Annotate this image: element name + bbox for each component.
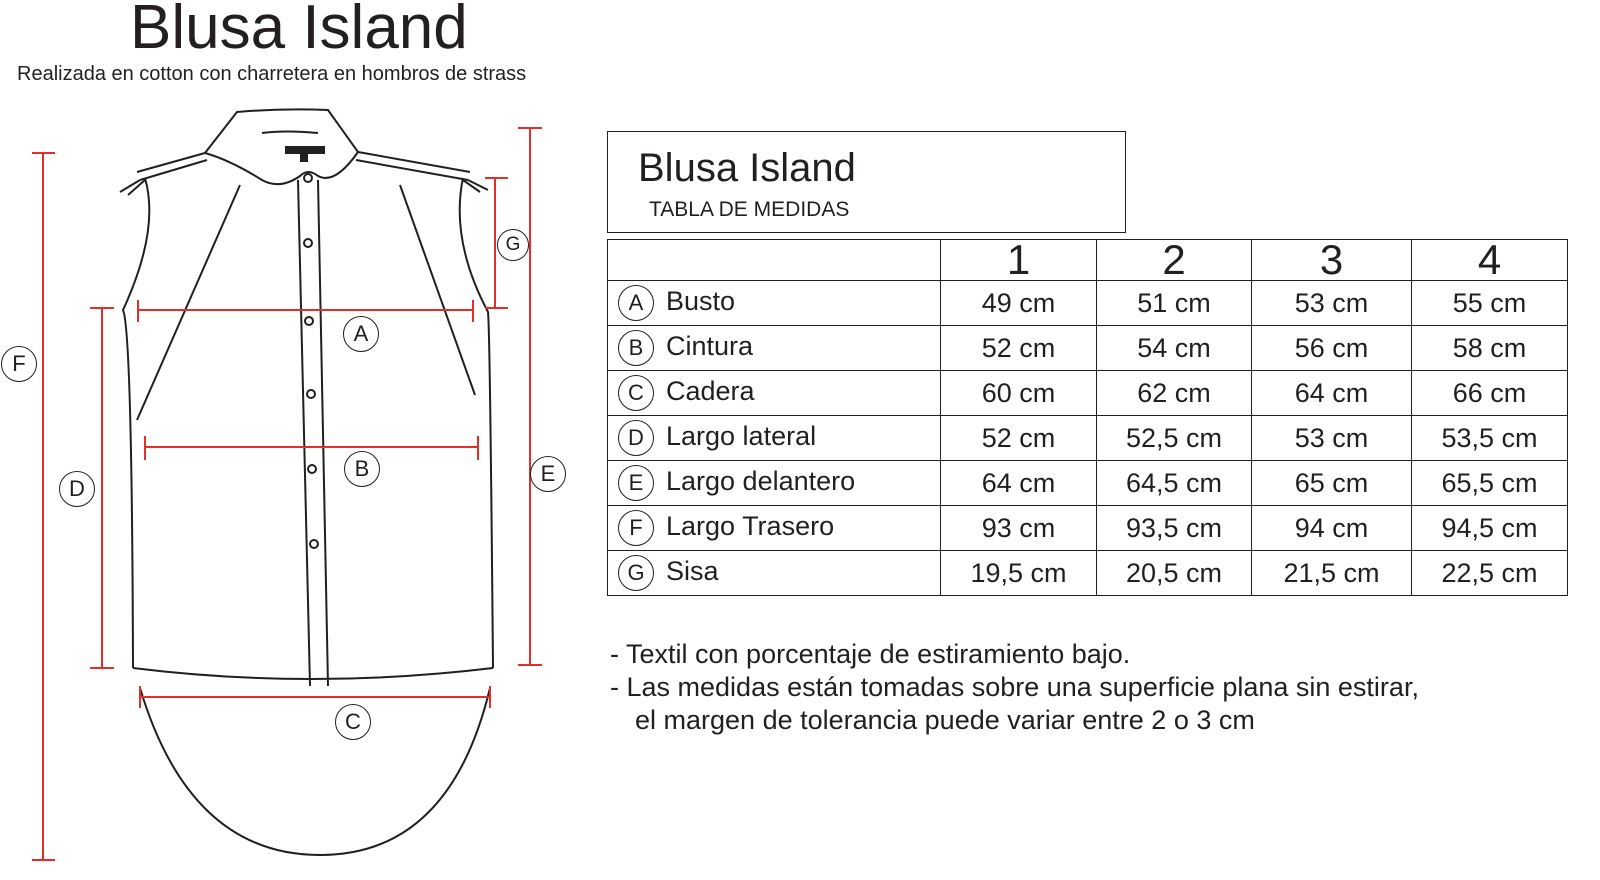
measure-value: 53 cm	[1251, 415, 1412, 461]
measure-name-cell: C Cadera	[607, 370, 941, 416]
measure-name-cell: A Busto	[607, 280, 941, 326]
measure-name: Largo lateral	[666, 421, 817, 452]
measure-value: 65,5 cm	[1411, 460, 1568, 506]
measure-name: Busto	[666, 286, 736, 317]
measure-value: 49 cm	[940, 280, 1097, 326]
measure-value: 93,5 cm	[1096, 505, 1252, 551]
page-title: Blusa Island	[130, 0, 468, 62]
measure-value: 64 cm	[1251, 370, 1412, 416]
measure-value: 94 cm	[1251, 505, 1412, 551]
measure-value: 22,5 cm	[1411, 550, 1568, 596]
table-header-row: 1 2 3 4	[607, 239, 1568, 281]
notes: - Textil con porcentaje de estiramiento …	[610, 638, 1419, 737]
measure-value: 62 cm	[1096, 370, 1252, 416]
measure-letter: B	[618, 330, 654, 366]
measure-name: Cintura	[666, 331, 754, 362]
measure-value: 52 cm	[940, 325, 1097, 371]
header-empty	[607, 239, 941, 281]
measure-value: 54 cm	[1096, 325, 1252, 371]
measure-name: Largo delantero	[666, 466, 856, 497]
table-subtitle: TABLA DE MEDIDAS	[649, 198, 850, 221]
measure-label-g: G	[497, 229, 529, 261]
measure-value: 58 cm	[1411, 325, 1568, 371]
size-header: 4	[1411, 239, 1568, 281]
shirt-diagram	[32, 108, 542, 861]
measure-value: 64,5 cm	[1096, 460, 1252, 506]
measure-value: 20,5 cm	[1096, 550, 1252, 596]
measure-name: Largo Trasero	[666, 511, 835, 542]
note-line: - Textil con porcentaje de estiramiento …	[610, 639, 1131, 669]
size-header: 1	[940, 239, 1097, 281]
measure-label-c: C	[335, 704, 371, 740]
measure-name-cell: D Largo lateral	[607, 415, 941, 461]
measure-name-cell: E Largo delantero	[607, 460, 941, 506]
measure-name-cell: G Sisa	[607, 550, 941, 596]
measure-lines	[32, 127, 542, 861]
size-header: 2	[1096, 239, 1252, 281]
measure-value: 53 cm	[1251, 280, 1412, 326]
measure-label-d: D	[59, 471, 95, 507]
measure-value: 65 cm	[1251, 460, 1412, 506]
measure-value: 51 cm	[1096, 280, 1252, 326]
measure-value: 94,5 cm	[1411, 505, 1568, 551]
measure-name: Sisa	[666, 556, 719, 587]
measure-name-cell: F Largo Trasero	[607, 505, 941, 551]
measure-value: 52 cm	[940, 415, 1097, 461]
note-line: - Las medidas están tomadas sobre una su…	[610, 672, 1419, 702]
measure-value: 66 cm	[1411, 370, 1568, 416]
measure-name: Cadera	[666, 376, 755, 407]
measure-value: 55 cm	[1411, 280, 1568, 326]
measure-letter: A	[618, 285, 654, 321]
table-title: Blusa Island	[638, 146, 856, 190]
measure-value: 93 cm	[940, 505, 1097, 551]
shirt-outline	[119, 108, 494, 857]
measure-letter: D	[618, 420, 654, 456]
measure-name-cell: B Cintura	[607, 325, 941, 371]
measure-value: 53,5 cm	[1411, 415, 1568, 461]
page-subtitle: Realizada en cotton con charretera en ho…	[17, 63, 527, 85]
measure-letter: F	[618, 510, 654, 546]
measure-label-e: E	[530, 456, 566, 492]
measure-value: 64 cm	[940, 460, 1097, 506]
measure-value: 60 cm	[940, 370, 1097, 416]
measure-value: 56 cm	[1251, 325, 1412, 371]
measure-label-b: B	[344, 451, 380, 487]
table-title-box: Blusa Island TABLA DE MEDIDAS	[607, 131, 1126, 233]
note-line: el margen de tolerancia puede variar ent…	[635, 705, 1255, 735]
measure-label-f: F	[1, 346, 37, 382]
size-header: 3	[1251, 239, 1412, 281]
measure-letter: E	[618, 465, 654, 501]
measure-value: 19,5 cm	[940, 550, 1097, 596]
measure-value: 52,5 cm	[1096, 415, 1252, 461]
measure-label-a: A	[343, 316, 379, 352]
measure-value: 21,5 cm	[1251, 550, 1412, 596]
measure-letter: C	[618, 375, 654, 411]
measure-letter: G	[618, 555, 654, 591]
